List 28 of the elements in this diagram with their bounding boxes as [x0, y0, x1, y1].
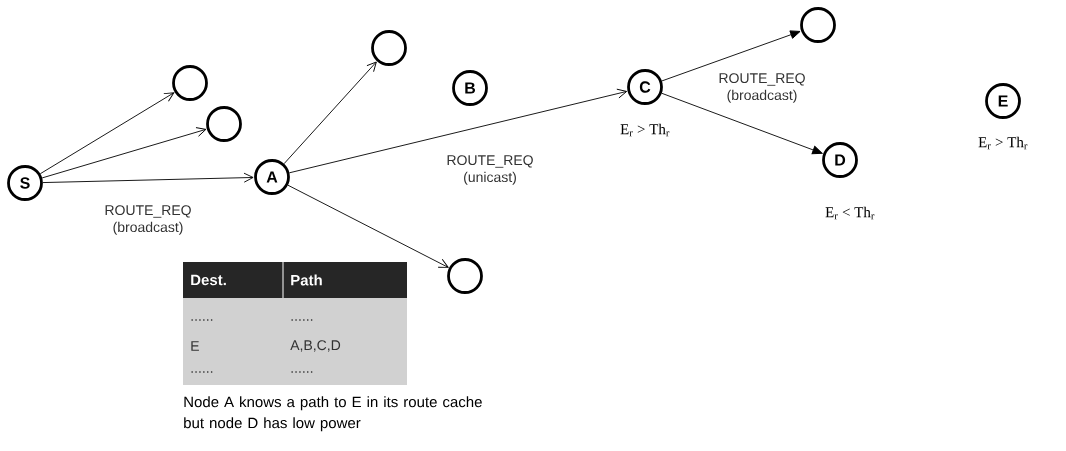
edge-label: ROUTE_REQ (broadcast): [719, 73, 805, 103]
edge-label: ROUTE_REQ (unicast): [447, 155, 533, 185]
table-cell: ......: [291, 319, 313, 321]
empty-node-circle: [447, 258, 483, 294]
arrow: [661, 92, 823, 155]
arrow: [661, 30, 801, 82]
empty-node-circle: [371, 30, 407, 66]
arrow: [41, 127, 207, 179]
edge-label: ROUTE_REQ (broadcast): [105, 205, 191, 235]
empty-node-circle: [172, 65, 208, 101]
arrow: [42, 172, 254, 183]
table-cell: A,B,C,D: [290, 340, 341, 352]
note-text: Node A knows a path to E in its route cache but node D has low power: [184, 396, 482, 432]
header-cell: Dest.: [191, 274, 226, 286]
arrow: [288, 88, 628, 174]
table-cell: ......: [191, 319, 213, 321]
table-cell: E: [191, 341, 199, 351]
header-cell: Path: [291, 274, 322, 286]
energy-condition: E$_{r}$ > Th$_{r}$: [978, 136, 1028, 150]
empty-node-circle: [206, 106, 242, 142]
arrow: [287, 184, 449, 268]
empty-node-circle: [800, 7, 836, 43]
arrow: [283, 61, 377, 165]
energy-condition: E$_{r}$ > Th$_{r}$: [620, 123, 670, 137]
table-cell: ......: [291, 371, 313, 373]
table-cell: ......: [191, 371, 213, 373]
energy-condition: E$_{r}$ < Th$_{r}$: [825, 206, 875, 220]
arrow: [39, 92, 175, 175]
